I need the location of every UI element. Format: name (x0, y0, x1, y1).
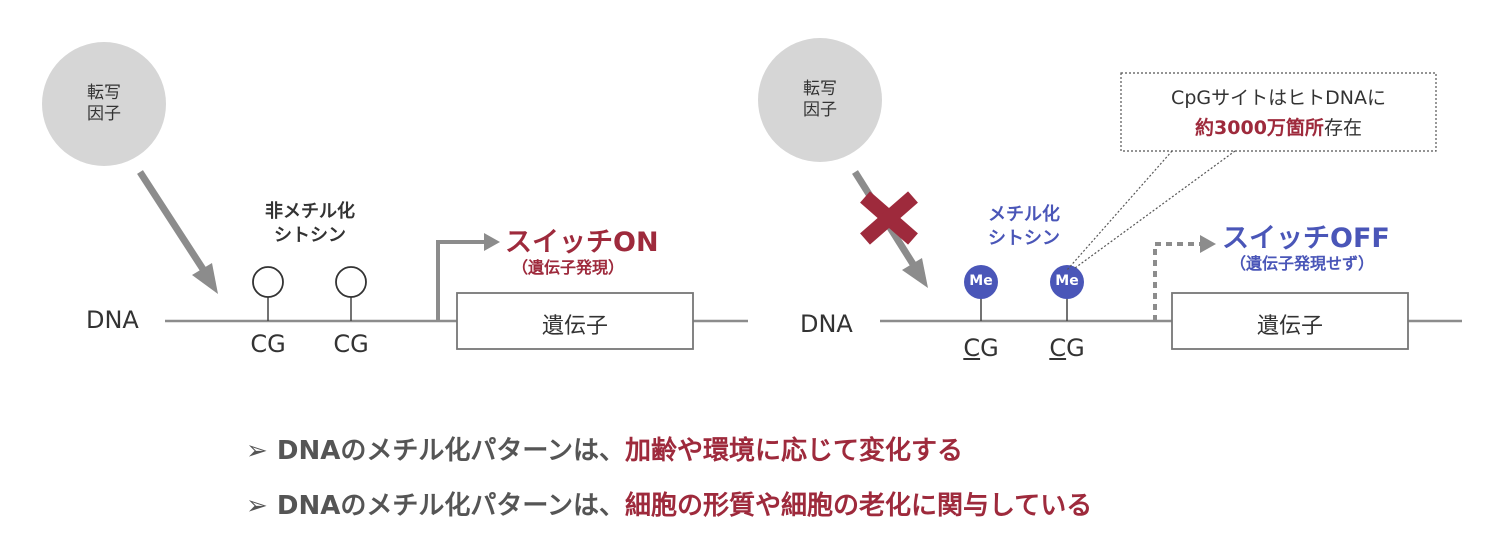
unmethylated-cytosine-label: 非メチル化 シトシン (265, 201, 355, 246)
me-tag-2: Me (1055, 273, 1079, 289)
switch-off-arrow-head (1200, 235, 1216, 253)
blocked-arrow-head-right (902, 258, 928, 288)
callout-line-2: 約3000万箇所存在 (1121, 113, 1436, 143)
switch-off-title: スイッチOFF (1222, 223, 1390, 254)
callout-pointer-2 (1074, 150, 1236, 269)
unmethylated-cytosine-1 (252, 266, 284, 298)
methylated-cytosine-1 (964, 265, 998, 299)
gene-label-right: 遺伝子 (1256, 314, 1323, 339)
bullet-1-highlight: 加齢や環境に応じて変化する (625, 436, 964, 466)
switch-on-arrow-head (484, 233, 500, 251)
dna-label-right: DNA (800, 310, 853, 338)
switch-on-subtitle: （遺伝子発現） (512, 258, 625, 277)
callout-highlight: 約3000万箇所 (1195, 117, 1324, 139)
switch-on-arrow-line (436, 240, 488, 321)
switch-on-title: スイッチON (505, 227, 659, 258)
gene-box-left (456, 292, 694, 350)
bullet-2-prefix: DNAのメチル化パターンは、 (276, 491, 626, 521)
switch-off-subtitle: （遺伝子発現せず） (1230, 254, 1375, 273)
unmethylated-cytosine-2 (335, 266, 367, 298)
gene-box-right (1171, 292, 1409, 350)
bullet-marker-icon: ➢ (246, 491, 268, 521)
transcription-factor-circle-right (758, 38, 882, 162)
callout-pointer-1 (1066, 150, 1173, 271)
cg-label-left-1: CG (250, 330, 286, 358)
methylated-cytosine-label: メチル化 シトシン (988, 204, 1060, 249)
bullet-marker-icon: ➢ (246, 436, 268, 466)
callout-line-2-rest: 存在 (1323, 117, 1362, 139)
block-x-mark (860, 191, 918, 245)
cg-c-underlined: C (963, 334, 981, 362)
methylated-cytosine-2 (1050, 265, 1084, 299)
binding-arrow-left (137, 170, 213, 282)
bullet-2: ➢ DNAのメチル化パターンは、細胞の形質や細胞の老化に関与している (246, 485, 1092, 522)
bullet-1-prefix: DNAのメチル化パターンは、 (276, 436, 626, 466)
dna-label-left: DNA (86, 306, 139, 334)
transcription-factor-circle-left (42, 42, 166, 166)
callout-box (1120, 72, 1437, 152)
bullet-1: ➢ DNAのメチル化パターンは、加齢や環境に応じて変化する (246, 430, 963, 467)
callout-line-1: CpGサイトはヒトDNAに (1171, 87, 1386, 109)
cg-label-right-1: CG (951, 334, 1011, 362)
me-tag-1: Me (969, 273, 993, 289)
cg-g: G (1066, 334, 1085, 362)
switch-off-arrow-line (1153, 242, 1204, 321)
cg-label-right-2: CG (1037, 334, 1097, 362)
cg-label-left-2: CG (333, 330, 369, 358)
transcription-factor-label-right: 転写 因子 (803, 79, 837, 120)
gene-label-left: 遺伝子 (541, 314, 608, 339)
bullet-2-highlight: 細胞の形質や細胞の老化に関与している (625, 491, 1093, 521)
cg-c-underlined: C (1049, 334, 1067, 362)
binding-arrow-head-left (192, 263, 218, 294)
transcription-factor-label-left: 転写 因子 (87, 83, 121, 124)
cg-g: G (980, 334, 999, 362)
callout-text: CpGサイトはヒトDNAに 約3000万箇所存在 (1121, 83, 1436, 143)
